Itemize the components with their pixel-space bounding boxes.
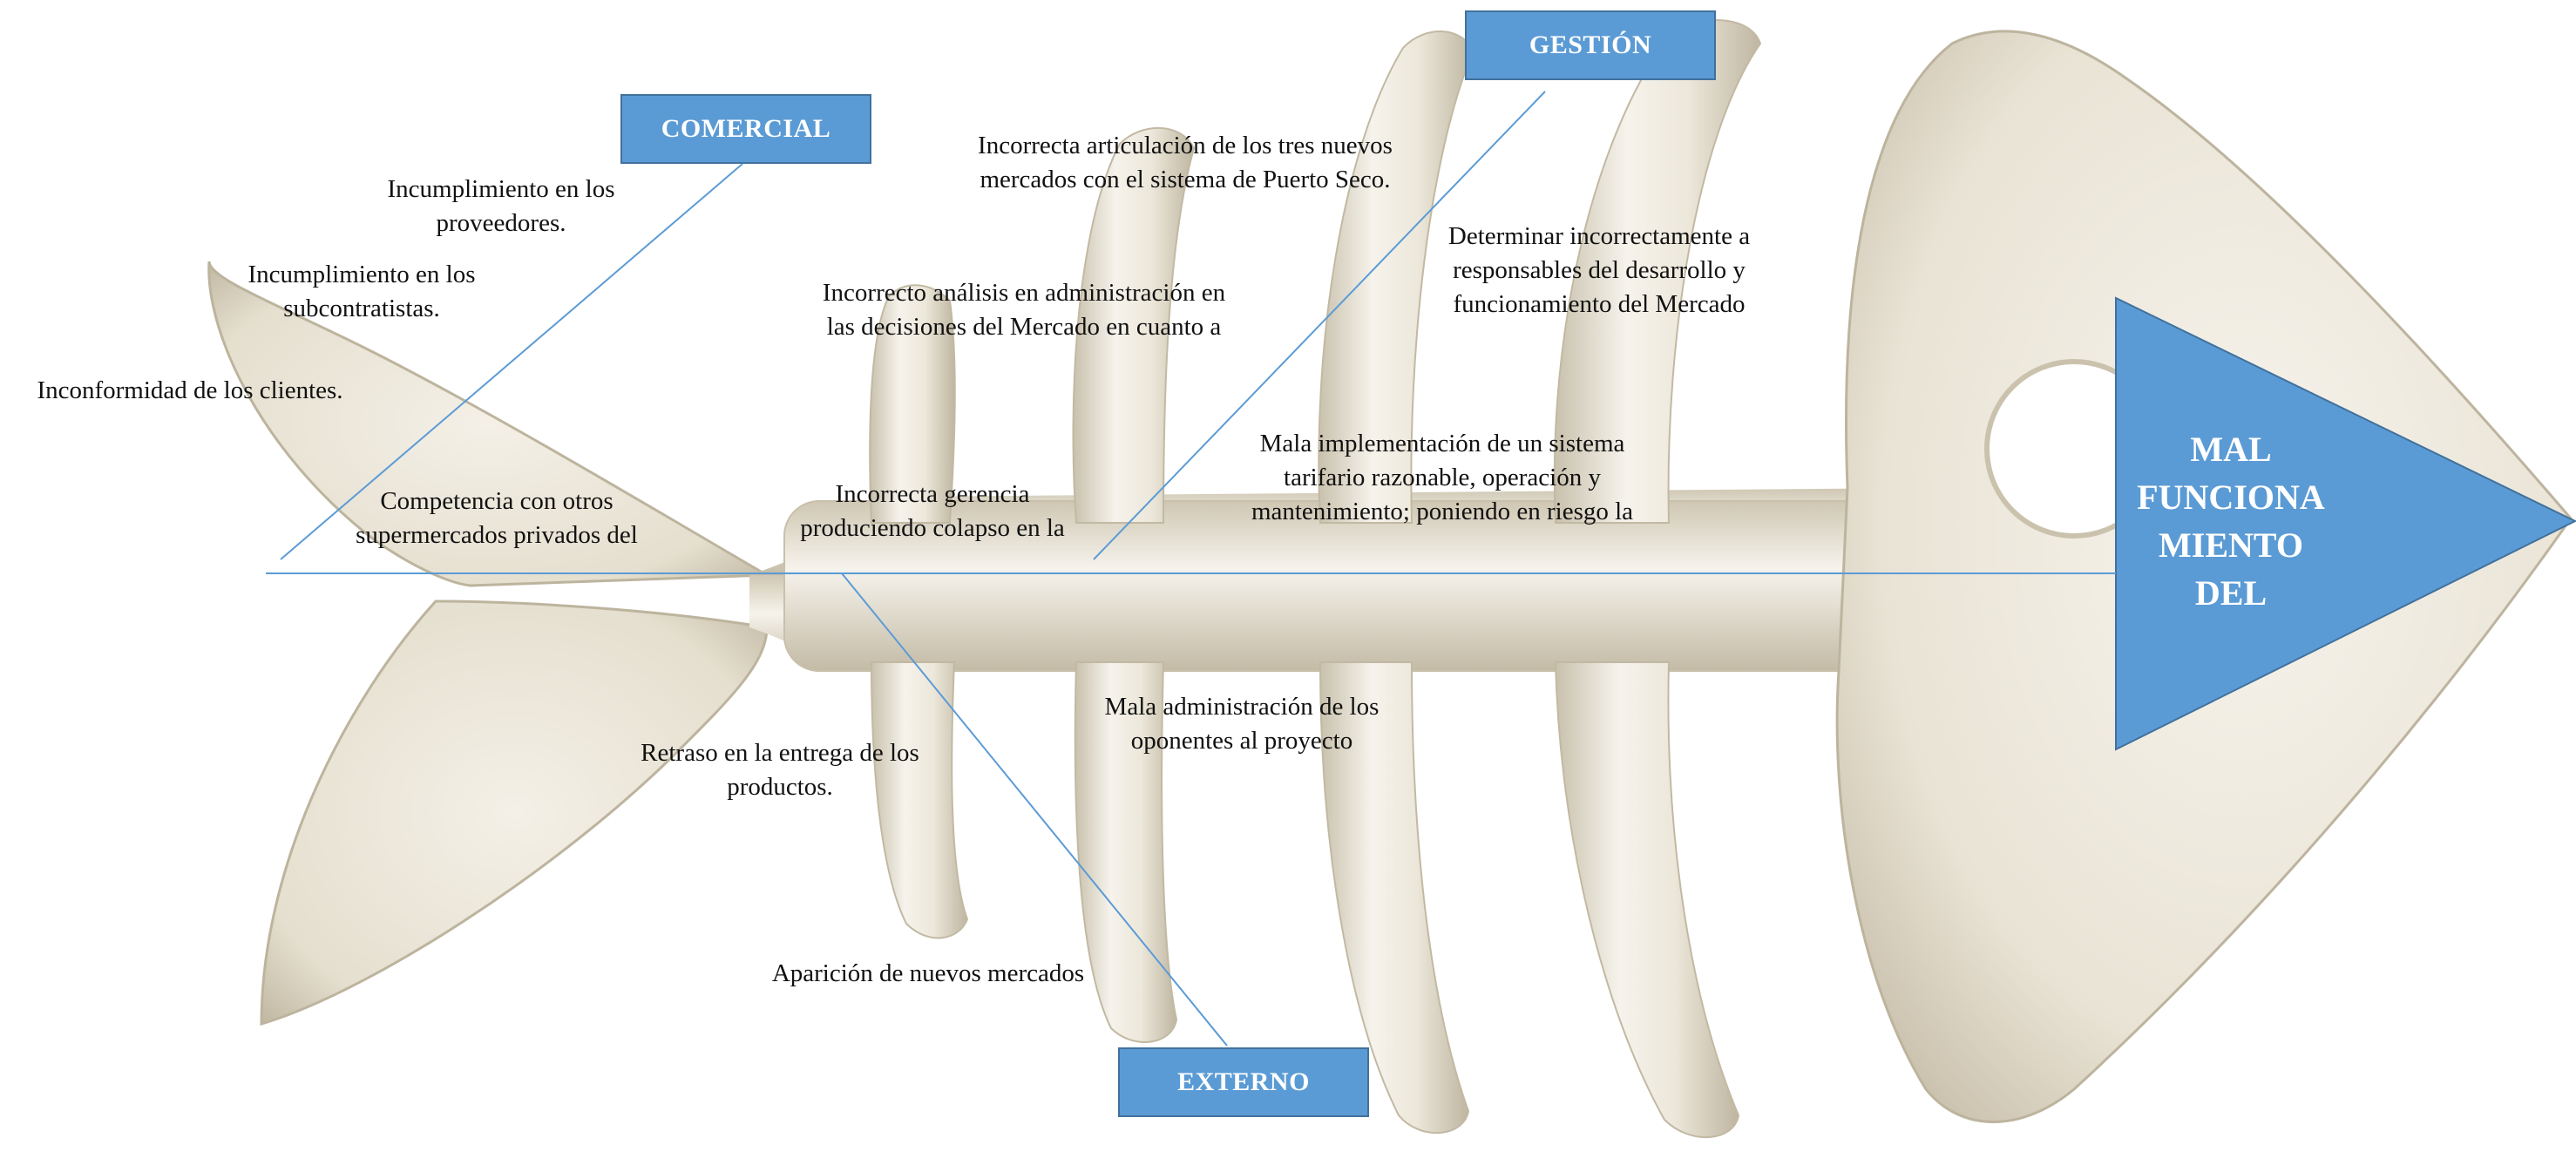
cause-comercial-subcontratistas: Incumplimiento en los subcontratistas.: [222, 258, 501, 326]
category-externo-label: EXTERNO: [1177, 1067, 1310, 1097]
cause-line: Retraso en la entrega de los: [614, 736, 946, 770]
cause-gestion-tarifario: Mala implementación de un sistema tarifa…: [1224, 427, 1660, 529]
cause-line: las decisiones del Mercado en cuanto a: [797, 310, 1251, 344]
cause-line: Mala administración de los: [1076, 690, 1407, 724]
cause-line: funcionamiento del Mercado: [1412, 288, 1786, 322]
cause-line: Incorrecto análisis en administración en: [797, 276, 1251, 310]
cause-gestion-gerencia: Incorrecta gerencia produciendo colapso …: [767, 478, 1098, 545]
cause-line: supermercados privados del: [349, 518, 645, 552]
cause-comercial-proveedores: Incumplimiento en los proveedores.: [362, 173, 641, 240]
cause-externo-oponentes: Mala administración de los oponentes al …: [1076, 690, 1407, 758]
cause-line: proveedores.: [362, 207, 641, 240]
cause-comercial-competencia: Competencia con otros supermercados priv…: [349, 484, 645, 552]
cause-gestion-articulacion: Incorrecta articulación de los tres nuev…: [950, 129, 1420, 197]
cause-line: Incumplimiento en los: [222, 258, 501, 292]
cause-line: Aparición de nuevos mercados: [741, 957, 1115, 991]
category-comercial-label: COMERCIAL: [661, 114, 831, 144]
category-gestion: GESTIÓN: [1465, 10, 1716, 80]
cause-line: Incorrecta gerencia: [767, 478, 1098, 511]
lower-rib-4: [1556, 662, 1739, 1137]
cause-gestion-responsables: Determinar incorrectamente a responsable…: [1412, 220, 1786, 322]
cause-line: mantenimiento; poniendo en riesgo la: [1224, 495, 1660, 529]
cause-line: Incorrecta articulación de los tres nuev…: [950, 129, 1420, 163]
effect-title-line-1: MAL: [2091, 425, 2370, 473]
cause-line: produciendo colapso en la: [767, 511, 1098, 545]
effect-title: MAL FUNCIONA MIENTO DEL: [2091, 425, 2370, 617]
cause-line: tarifario razonable, operación y: [1224, 461, 1660, 495]
category-comercial: COMERCIAL: [620, 94, 871, 164]
cause-line: productos.: [614, 770, 946, 804]
cause-line: Determinar incorrectamente a: [1412, 220, 1786, 254]
effect-title-line-3: MIENTO: [2091, 521, 2370, 569]
cause-line: Inconformidad de los clientes.: [7, 374, 373, 408]
cause-line: subcontratistas.: [222, 292, 501, 326]
category-gestion-label: GESTIÓN: [1529, 30, 1651, 60]
cause-comercial-clientes: Inconformidad de los clientes.: [7, 374, 373, 408]
cause-line: Mala implementación de un sistema: [1224, 427, 1660, 461]
cause-line: responsables del desarrollo y: [1412, 254, 1786, 288]
category-externo: EXTERNO: [1118, 1047, 1369, 1117]
cause-line: Incumplimiento en los: [362, 173, 641, 207]
tail-lower-lobe: [261, 601, 767, 1024]
cause-line: mercados con el sistema de Puerto Seco.: [950, 163, 1420, 197]
cause-line: Competencia con otros: [349, 484, 645, 518]
cause-externo-retraso: Retraso en la entrega de los productos.: [614, 736, 946, 804]
cause-line: oponentes al proyecto: [1076, 724, 1407, 758]
cause-externo-nuevos-mercados: Aparición de nuevos mercados: [741, 957, 1115, 991]
cause-gestion-analisis: Incorrecto análisis en administración en…: [797, 276, 1251, 344]
effect-title-line-2: FUNCIONA: [2091, 473, 2370, 521]
effect-title-line-4: DEL: [2091, 569, 2370, 617]
